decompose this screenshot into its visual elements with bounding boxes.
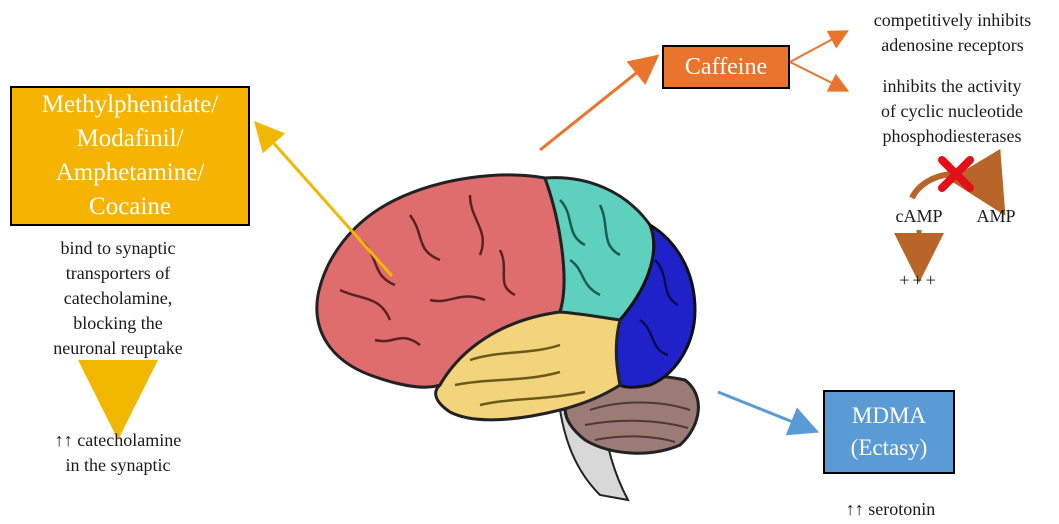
methylphenidate-box: Methylphenidate/ Modafinil/ Amphetamine/…: [10, 86, 250, 226]
effect-line-2: in the synaptic: [18, 453, 218, 478]
catecholamine-effect: ↑↑ catecholamine in the synaptic: [18, 428, 218, 478]
arrow-caffeine-adenosine: [790, 34, 842, 62]
methylphenidate-label-4: Cocaine: [42, 190, 218, 224]
pde-mechanism: inhibits the activity of cyclic nucleoti…: [852, 74, 1052, 149]
caffeine-label: Caffeine: [685, 54, 767, 81]
mechanism-line-1: bind to synaptic: [18, 236, 218, 261]
arrow-caffeine-pde: [790, 62, 842, 88]
mdma-label-2: (Ectasy): [851, 432, 928, 464]
arrow-to-caffeine: [540, 62, 650, 150]
effect-line-1: ↑↑ catecholamine: [18, 428, 218, 453]
amp-label: AMP: [966, 204, 1026, 229]
pde-line-3: phosphodiesterases: [852, 124, 1052, 149]
camp-result: +++: [889, 268, 949, 293]
mechanism-line-5: neuronal reuptake: [18, 336, 218, 361]
mdma-box: MDMA (Ectasy): [823, 390, 955, 474]
serotonin-effect: ↑↑ serotonin: [818, 497, 963, 522]
mechanism-line-2: transporters of: [18, 261, 218, 286]
pde-line-1: inhibits the activity: [852, 74, 1052, 99]
pde-line-2: of cyclic nucleotide: [852, 99, 1052, 124]
mdma-label-1: MDMA: [851, 400, 928, 432]
camp-label: cAMP: [884, 204, 954, 229]
arrow-to-mdma: [718, 392, 808, 428]
mechanism-line-3: catecholamine,: [18, 286, 218, 311]
methylphenidate-mechanism: bind to synaptic transporters of catecho…: [18, 236, 218, 361]
mechanism-line-4: blocking the: [18, 311, 218, 336]
caffeine-box: Caffeine: [662, 45, 790, 89]
methylphenidate-label-1: Methylphenidate/: [42, 88, 218, 122]
adenosine-line-2: adenosine receptors: [850, 33, 1055, 58]
adenosine-line-1: competitively inhibits: [850, 8, 1055, 33]
arrow-to-methylphenidate: [262, 130, 392, 276]
adenosine-mechanism: competitively inhibits adenosine recepto…: [850, 8, 1055, 58]
methylphenidate-label-3: Amphetamine/: [42, 156, 218, 190]
methylphenidate-label-2: Modafinil/: [42, 122, 218, 156]
